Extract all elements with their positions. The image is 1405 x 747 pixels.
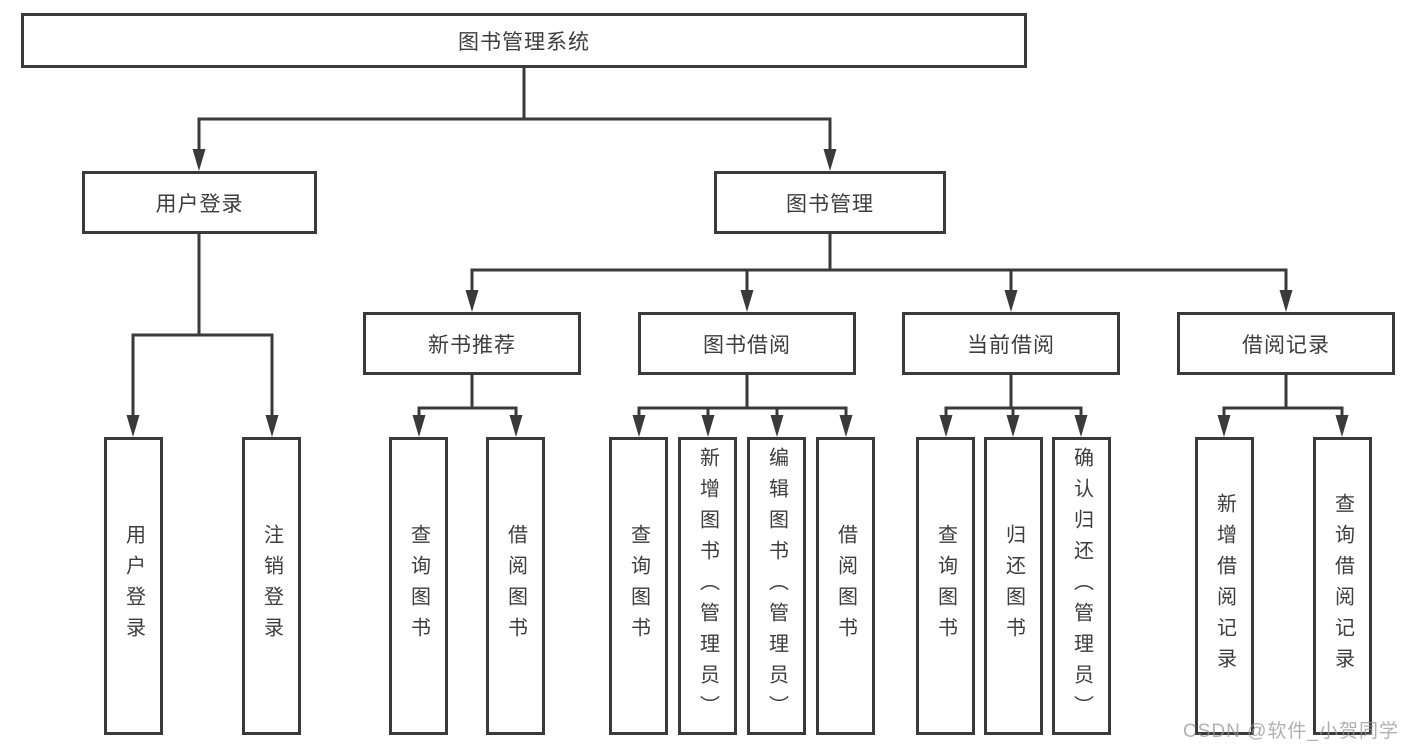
leaf-query-books-current: 查询图书 — [916, 437, 975, 735]
leaf-user-login: 用户登录 — [104, 437, 163, 735]
node-user-login: 用户登录 — [82, 171, 317, 234]
leaf-label: 确认归还（管理员） — [1070, 446, 1093, 726]
node-book-management: 图书管理 — [714, 171, 946, 234]
leaf-label: 查询借阅记录 — [1331, 493, 1354, 679]
leaf-add-borrow-record: 新增借阅记录 — [1195, 437, 1254, 735]
leaf-return-books: 归还图书 — [984, 437, 1043, 735]
leaf-label: 查询图书 — [407, 524, 430, 648]
node-borrowing-records: 借阅记录 — [1177, 312, 1395, 375]
leaf-label: 借阅图书 — [504, 524, 527, 648]
leaf-borrow-books-recommend: 借阅图书 — [486, 437, 545, 735]
leaf-borrow-books: 借阅图书 — [816, 437, 875, 735]
leaf-label: 归还图书 — [1002, 524, 1025, 648]
leaf-label: 新增图书（管理员） — [696, 446, 719, 726]
watermark: CSDN @软件_小贺同学 — [1183, 721, 1399, 742]
leaf-label: 编辑图书（管理员） — [765, 446, 788, 726]
node-new-book-recommend: 新书推荐 — [363, 312, 581, 375]
node-current-borrowing: 当前借阅 — [902, 312, 1120, 375]
leaf-label: 注销登录 — [260, 524, 283, 648]
leaf-add-books-admin: 新增图书（管理员） — [678, 437, 737, 735]
leaf-query-books-recommend: 查询图书 — [389, 437, 448, 735]
leaf-edit-books-admin: 编辑图书（管理员） — [747, 437, 806, 735]
leaf-label: 新增借阅记录 — [1213, 493, 1236, 679]
leaf-logout-login: 注销登录 — [242, 437, 301, 735]
leaf-label: 用户登录 — [122, 524, 145, 648]
leaf-query-borrow-record: 查询借阅记录 — [1313, 437, 1372, 735]
leaf-query-books-borrowing: 查询图书 — [609, 437, 668, 735]
leaf-confirm-return-admin: 确认归还（管理员） — [1052, 437, 1111, 735]
leaf-label: 查询图书 — [627, 524, 650, 648]
node-book-borrowing: 图书借阅 — [638, 312, 856, 375]
leaf-label: 借阅图书 — [834, 524, 857, 648]
leaf-label: 查询图书 — [934, 524, 957, 648]
node-library-management-system: 图书管理系统 — [21, 13, 1027, 68]
